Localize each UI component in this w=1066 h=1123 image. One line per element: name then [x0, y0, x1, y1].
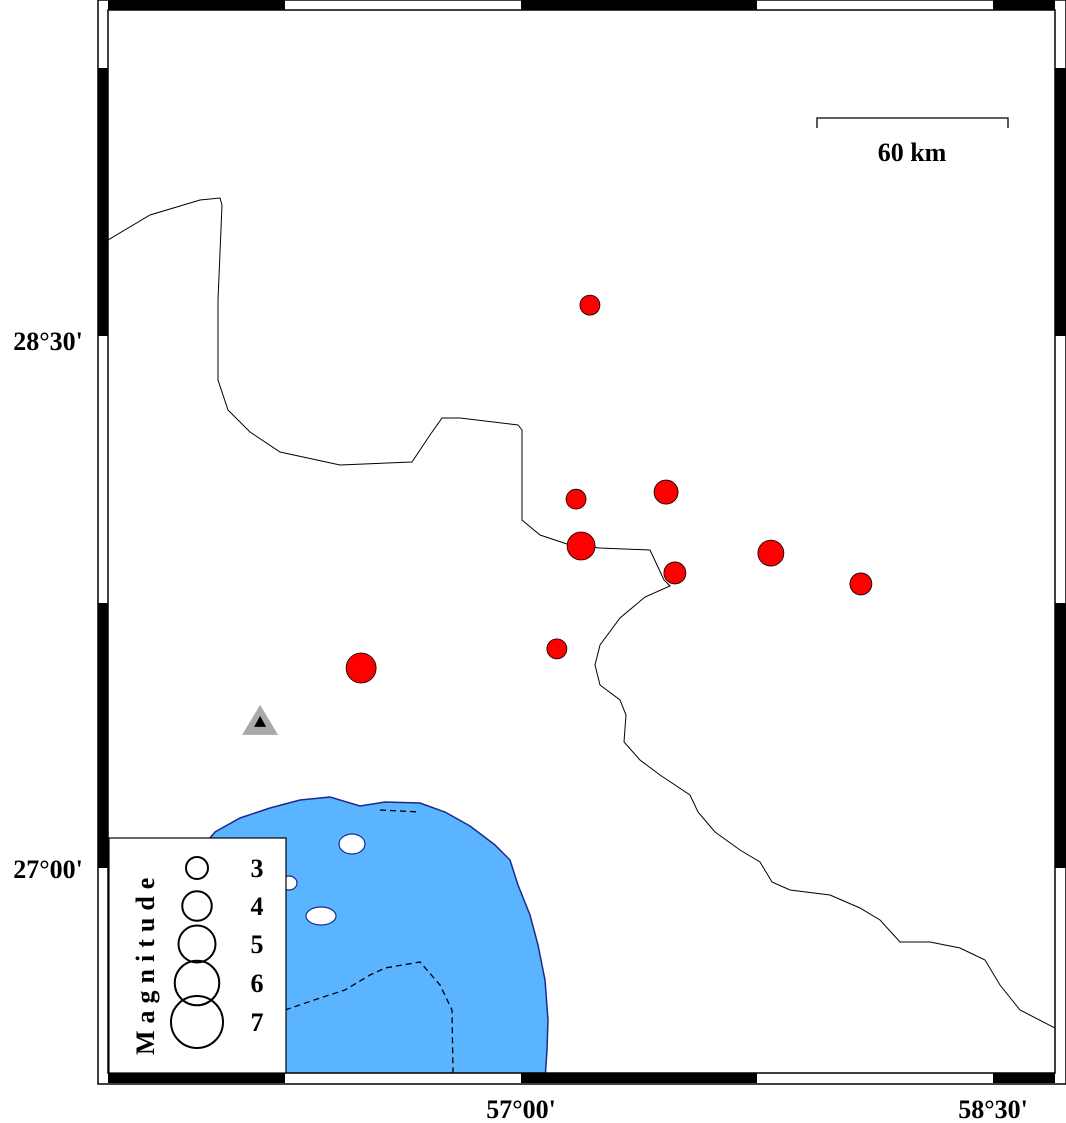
legend-title: Magnitude — [131, 871, 160, 1055]
earthquake-event — [345, 652, 377, 684]
earthquake-event — [546, 638, 568, 660]
earthquake-event — [565, 488, 587, 510]
earthquake-event — [663, 561, 687, 585]
scale-bar: 60 km — [816, 117, 1009, 167]
station-marker — [242, 704, 279, 735]
legend-magnitude-label: 5 — [251, 930, 264, 959]
legend-circle — [173, 959, 221, 1007]
border-line — [108, 197, 1055, 1029]
depth-contour — [284, 961, 454, 1073]
lon-label-right: 58°30' — [958, 1095, 1028, 1123]
magnitude-legend: Magnitude 3 4 5 6 7 — [108, 837, 287, 1074]
legend-circle — [177, 924, 217, 964]
depth-contour — [379, 809, 421, 813]
island — [338, 833, 366, 855]
legend-circle — [181, 890, 213, 922]
earthquake-event — [653, 479, 679, 505]
lat-label-bottom: 27°00' — [13, 855, 83, 884]
earthquake-event — [757, 539, 785, 567]
earthquake-event — [566, 531, 596, 561]
legend-circle — [170, 995, 224, 1049]
map-frame — [97, 0, 1066, 1085]
earthquake-events — [345, 294, 873, 684]
earthquake-event — [849, 572, 873, 596]
legend-magnitude-label: 7 — [251, 1008, 264, 1037]
lon-label-left: 57°00' — [486, 1095, 556, 1123]
legend-circle — [185, 856, 209, 880]
legend-magnitude-label: 6 — [251, 969, 264, 998]
island — [305, 906, 337, 926]
legend-magnitude-label: 4 — [251, 892, 264, 921]
legend-magnitude-label: 3 — [251, 854, 264, 883]
scale-bar-label: 60 km — [878, 138, 947, 167]
earthquake-event — [579, 294, 601, 316]
lat-label-top: 28°30' — [13, 327, 83, 356]
station-inner-icon — [254, 715, 267, 727]
